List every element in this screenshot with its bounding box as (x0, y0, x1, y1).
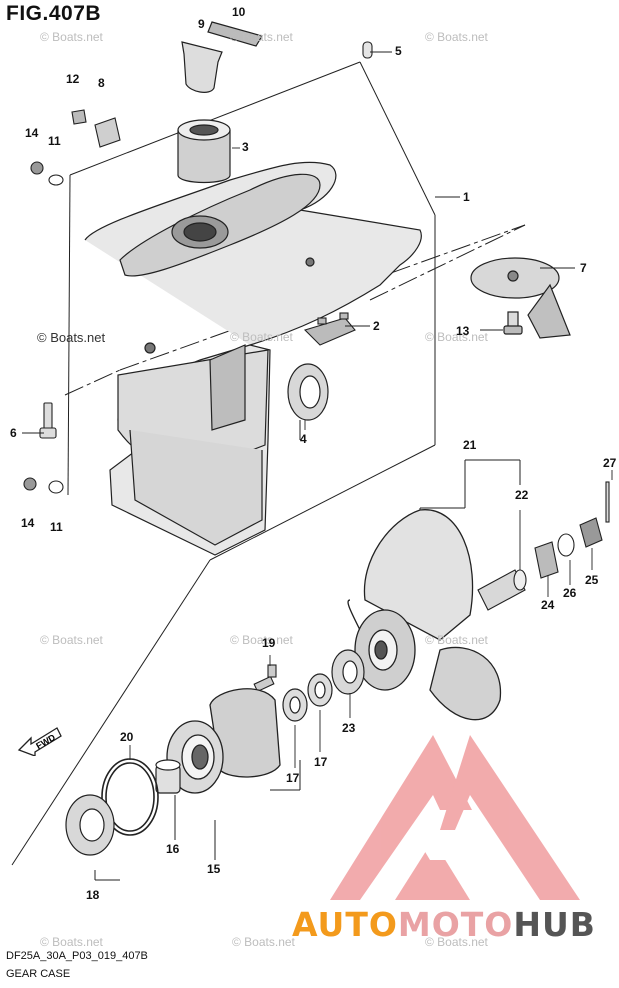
diagram-code: DF25A_30A_P03_019_407B (6, 950, 148, 962)
brand-part-moto: MOTO (397, 905, 514, 944)
automotohub-logo-icon (330, 735, 580, 900)
watermark: © Boats.net (40, 30, 103, 44)
propeller (347, 509, 502, 721)
watermark: © Boats.net (425, 935, 488, 949)
callout-11: 11 (48, 134, 61, 148)
callout-7: 7 (580, 261, 587, 275)
callout-20: 20 (120, 730, 134, 744)
watermark: © Boats.net (425, 30, 488, 44)
bolt (39, 402, 57, 439)
callout-6: 6 (10, 426, 17, 440)
callout-3: 3 (242, 140, 249, 154)
watermark: © Boats.net (425, 633, 488, 647)
callout-2: 2 (373, 319, 380, 333)
watermark: © Boats.net (37, 330, 106, 345)
watermark: © Boats.net (230, 330, 293, 344)
watermark: © Boats.net (40, 935, 103, 949)
oil-seal (287, 363, 329, 421)
cover-plate (181, 21, 263, 93)
callout-4: 4 (300, 432, 307, 446)
brand-wordmark: AUTOMOTOHUB (292, 905, 596, 944)
callout-24: 24 (541, 598, 555, 612)
bushing (177, 119, 231, 184)
callout-17: 17 (314, 755, 328, 769)
anode (470, 257, 571, 339)
callout-23: 23 (342, 721, 356, 735)
propeller-hardware (477, 481, 610, 611)
callout-8: 8 (98, 76, 105, 90)
callout-25: 25 (585, 573, 599, 587)
callout-13: 13 (456, 324, 470, 338)
callout-19: 19 (262, 636, 276, 650)
oil-seal-18 (65, 794, 115, 856)
shaft-housing (166, 688, 281, 794)
group-boundary-lines (11, 61, 526, 881)
brand-part-auto: AUTO (292, 905, 398, 944)
gear-case-housing (84, 161, 422, 556)
bearing (155, 759, 181, 794)
callout-17: 17 (286, 771, 300, 785)
leader-lines (22, 51, 613, 768)
callout-15: 15 (207, 862, 221, 876)
callout-12: 12 (66, 72, 80, 86)
callout-26: 26 (563, 586, 577, 600)
callout-10: 10 (232, 5, 246, 19)
callout-1: 1 (463, 190, 470, 204)
callout-9: 9 (198, 17, 205, 31)
callout-16: 16 (166, 842, 180, 856)
callout-14: 14 (25, 126, 39, 140)
watermark: © Boats.net (425, 330, 488, 344)
watermark: © Boats.net (230, 633, 293, 647)
watermark: © Boats.net (40, 633, 103, 647)
watermark: © Boats.net (232, 935, 295, 949)
bolt-19 (253, 664, 277, 693)
figure-title: FIG.407B (6, 2, 102, 25)
callout-22: 22 (515, 488, 529, 502)
brand-part-hub: HUB (513, 905, 596, 944)
forward-arrow-icon: FWD (17, 720, 65, 761)
small-fasteners (23, 41, 373, 494)
grommet (303, 312, 356, 346)
callout-14: 14 (21, 516, 35, 530)
callout-27: 27 (603, 456, 617, 470)
washers-and-seals (282, 649, 365, 722)
watermark: © Boats.net (230, 30, 293, 44)
callout-21: 21 (463, 438, 477, 452)
callout-5: 5 (395, 44, 402, 58)
callout-18: 18 (86, 888, 100, 902)
diagram-name: GEAR CASE (6, 968, 71, 980)
callout-11: 11 (50, 520, 63, 534)
